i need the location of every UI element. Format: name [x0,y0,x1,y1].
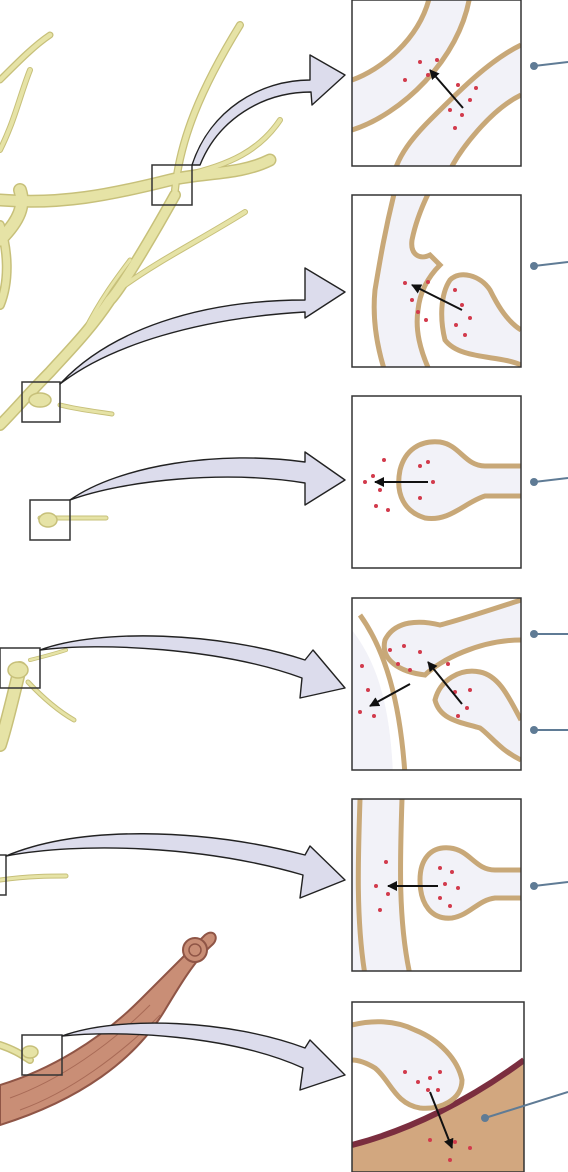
leader-dot-icon [481,1114,489,1122]
curved-callout-arrow-icon [5,54,346,1091]
release-arrow [427,661,463,705]
leader-dot-icon [530,882,538,890]
panel-axoaxonic-synapse [351,0,568,167]
leader-dot-icon [530,262,538,270]
leader-dot-icon [530,726,538,734]
panel-axosomatic-synapse [351,798,568,972]
vesicles [403,1070,472,1162]
neuron-illustration [0,21,283,1064]
panel-axon-terminal-release [351,395,568,569]
panel-axodendritic-spine-synapse [351,194,568,368]
release-arrow [411,284,463,311]
leader-dot-icon [530,630,538,638]
panel-neuromuscular-junction [351,1001,568,1172]
vesicles [363,458,435,512]
release-arrow [369,683,411,707]
vesicles [374,860,460,912]
release-arrow [429,1091,454,1149]
vesicles [403,280,472,337]
vesicles [403,58,478,130]
panel-triad-synapse [351,597,568,771]
zoom-box-icon [0,164,193,1076]
release-arrow [429,69,464,109]
leader-dot-icon [530,62,538,70]
vesicles [358,644,472,718]
leader-dot-icon [530,478,538,486]
